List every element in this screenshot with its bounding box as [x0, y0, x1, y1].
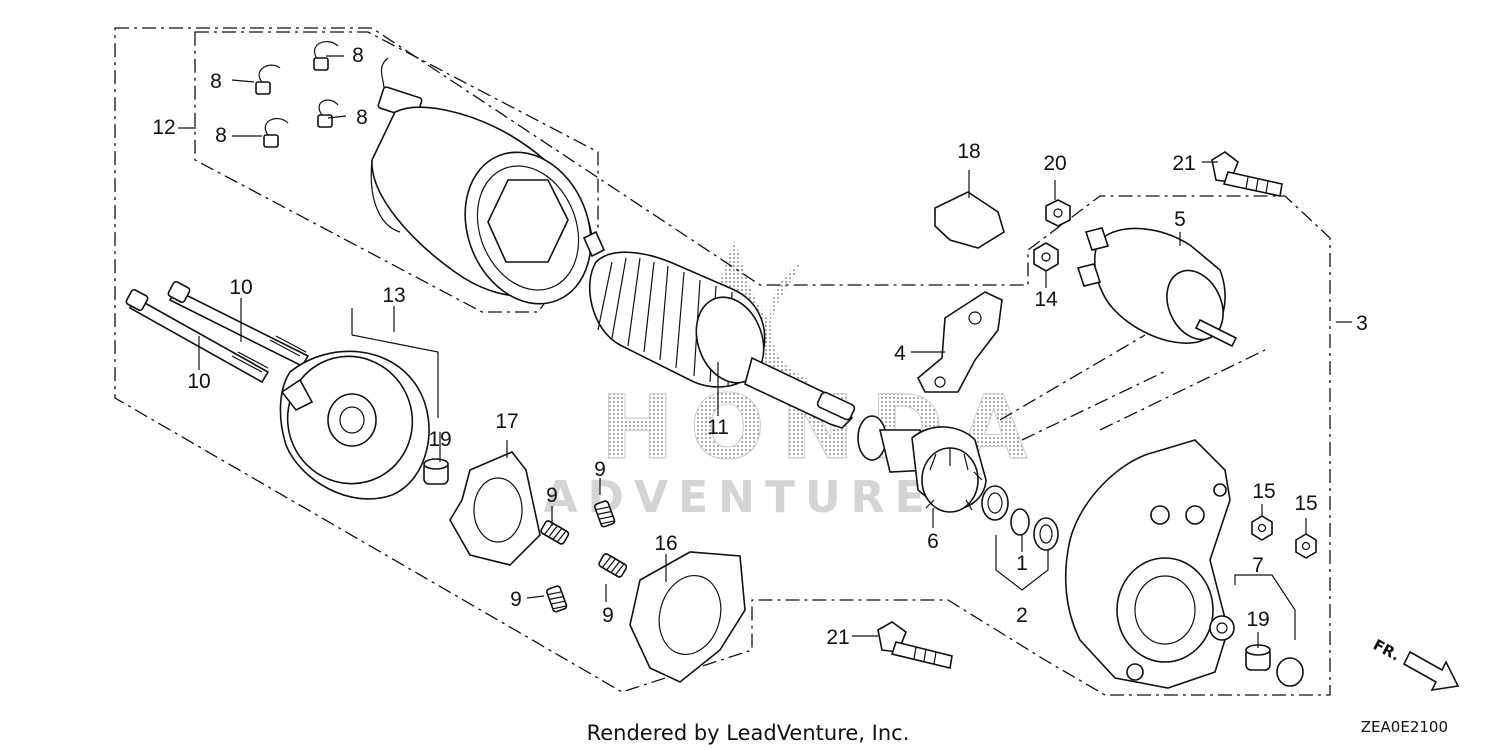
assembly-outlines — [114, 27, 1331, 696]
callout-8-b[interactable]: 8 — [352, 44, 364, 67]
callout-10-a[interactable]: 10 — [229, 276, 252, 299]
callout-12[interactable]: 12 — [152, 116, 175, 139]
callout-6[interactable]: 6 — [927, 530, 939, 553]
callout-17[interactable]: 17 — [495, 410, 518, 433]
springs — [540, 500, 628, 613]
bushing-front — [1245, 644, 1304, 687]
watermark-leadventure: LEADVENTURE — [465, 472, 934, 523]
callout-19-a[interactable]: 19 — [428, 428, 451, 451]
front-direction-label: FR. — [1370, 636, 1403, 665]
callout-8-c[interactable]: 8 — [356, 106, 368, 129]
rear-cover — [279, 350, 430, 500]
brush-holder — [629, 551, 746, 683]
terminal-nuts — [1033, 199, 1071, 272]
callout-1[interactable]: 1 — [1016, 552, 1028, 575]
callout-18[interactable]: 18 — [957, 140, 980, 163]
callout-8-d[interactable]: 8 — [215, 124, 227, 147]
armature — [582, 230, 856, 429]
callout-9-b[interactable]: 9 — [546, 484, 558, 507]
stop-rings — [981, 485, 1059, 551]
callout-21-b[interactable]: 21 — [826, 626, 849, 649]
callout-9-d[interactable]: 9 — [510, 588, 522, 611]
assembly-2-bracket — [995, 535, 1049, 591]
front-direction-arrow: FR. — [1370, 636, 1460, 692]
callout-16[interactable]: 16 — [654, 532, 677, 555]
through-bolts — [125, 280, 310, 384]
callout-2[interactable]: 2 — [1016, 604, 1028, 627]
callout-15-b[interactable]: 15 — [1294, 492, 1317, 515]
callout-13[interactable]: 13 — [382, 284, 405, 307]
callout-10-b[interactable]: 10 — [187, 370, 210, 393]
callout-labels: 1 2 3 4 5 6 7 8 8 8 8 9 9 9 9 10 10 11 1… — [152, 44, 1368, 649]
assembly-13-bracket — [351, 308, 439, 418]
diagram-code: ZEA0E2100 — [1361, 718, 1448, 736]
solenoid — [1076, 227, 1238, 348]
callout-14[interactable]: 14 — [1034, 288, 1058, 311]
callout-9-c[interactable]: 9 — [602, 604, 614, 627]
shift-lever — [917, 291, 1003, 393]
flange-nuts — [1251, 515, 1317, 559]
insulator-bracket — [934, 191, 1005, 249]
solenoid-link-lines — [999, 334, 1266, 441]
yoke-housing — [370, 106, 593, 305]
callout-21-a[interactable]: 21 — [1172, 152, 1195, 175]
callout-3[interactable]: 3 — [1356, 312, 1368, 335]
render-credit: Rendered by LeadVenture, Inc. — [587, 721, 910, 745]
brush-plate — [449, 451, 541, 566]
callout-11[interactable]: 11 — [707, 416, 729, 439]
callout-15-a[interactable]: 15 — [1252, 480, 1275, 503]
callout-9-a[interactable]: 9 — [594, 458, 606, 481]
leader-lines — [178, 55, 1352, 648]
callout-5[interactable]: 5 — [1174, 208, 1186, 231]
callout-4[interactable]: 4 — [894, 342, 906, 365]
callout-8-a[interactable]: 8 — [210, 70, 222, 93]
callout-7[interactable]: 7 — [1252, 554, 1264, 577]
overrunning-clutch — [857, 415, 987, 513]
solenoid-bolt — [1211, 151, 1283, 197]
front-housing — [1064, 439, 1235, 689]
assembly-3-outline — [114, 27, 1331, 696]
housing-bolt — [877, 621, 953, 669]
bushing-rear — [423, 458, 449, 485]
callout-19-b[interactable]: 19 — [1246, 608, 1269, 631]
callout-20[interactable]: 20 — [1043, 152, 1066, 175]
assembly-7-bracket — [1234, 574, 1296, 640]
